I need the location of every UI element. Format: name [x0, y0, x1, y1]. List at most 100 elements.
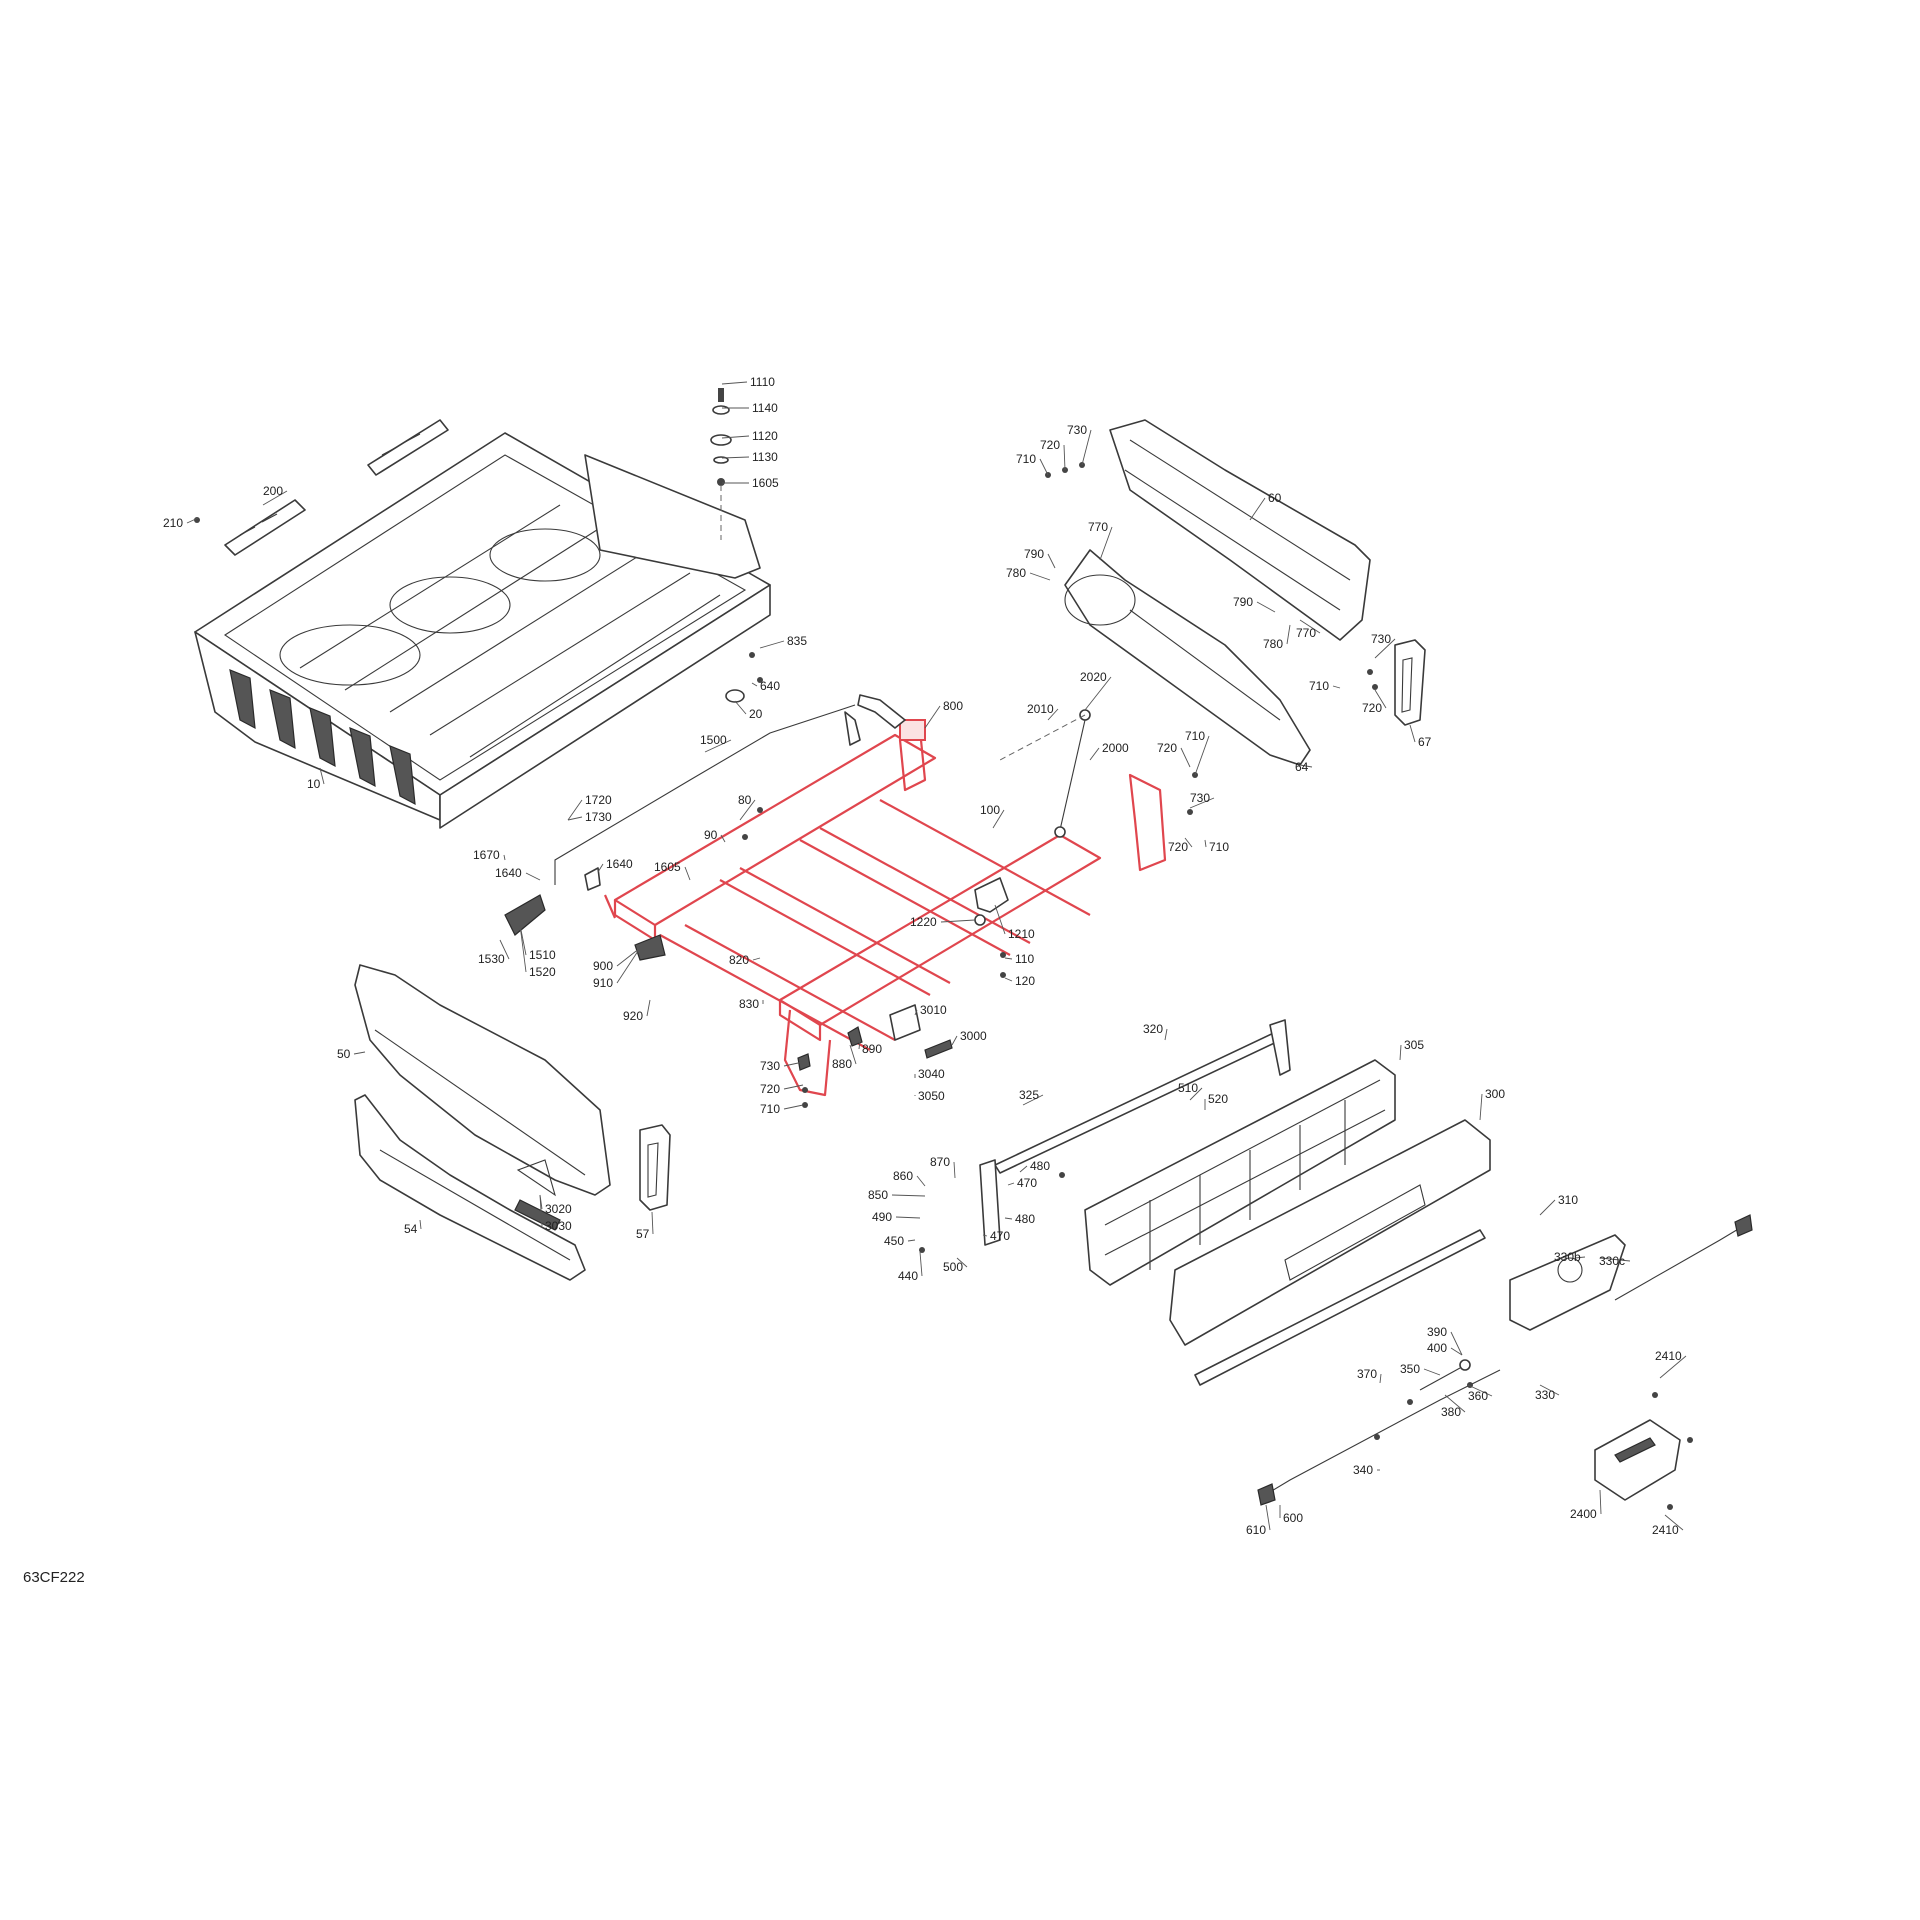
- label-50: 50: [337, 1047, 351, 1061]
- label-520: 520: [1208, 1092, 1228, 1106]
- leader-line: [940, 919, 976, 923]
- label-120: 120: [1015, 974, 1035, 988]
- label-720-bottom: 720: [760, 1082, 780, 1096]
- label-900: 900: [593, 959, 613, 973]
- side-panel-54[interactable]: [354, 1094, 586, 1281]
- label-1120: 1120: [752, 429, 778, 443]
- label-350: 350: [1400, 1362, 1420, 1376]
- side-cap-57[interactable]: [639, 1124, 671, 1211]
- latch-1210[interactable]: [974, 877, 1009, 926]
- cargo-frame[interactable]: [603, 719, 1167, 1097]
- label-390: 390: [1427, 1325, 1447, 1339]
- label-720-frame-low: 720: [1168, 840, 1188, 854]
- label-770-top: 770: [1088, 520, 1108, 534]
- label-1220: 1220: [910, 915, 937, 929]
- label-325: 325: [1019, 1088, 1039, 1102]
- leader-line: [419, 1219, 422, 1230]
- leader-line: [1194, 735, 1210, 776]
- leader-line: [1332, 685, 1341, 689]
- hinge-left[interactable]: [979, 1159, 1001, 1246]
- label-20: 20: [749, 707, 763, 721]
- pad-3000[interactable]: [924, 1039, 953, 1059]
- bumper-880[interactable]: [847, 1026, 863, 1047]
- rod-350[interactable]: [1419, 1367, 1461, 1391]
- leader-line: [704, 739, 732, 753]
- leader-line: [994, 904, 1006, 935]
- side-panel-50[interactable]: [354, 964, 611, 1196]
- label-1520: 1520: [529, 965, 556, 979]
- leader-line: [721, 435, 750, 439]
- label-2010: 2010: [1027, 702, 1054, 716]
- label-710-bottom: 710: [760, 1102, 780, 1116]
- label-370: 370: [1357, 1367, 1377, 1381]
- mount-730[interactable]: [797, 1053, 811, 1071]
- leader-line: [783, 1104, 804, 1110]
- label-640: 640: [760, 679, 780, 693]
- leader-line: [1256, 601, 1276, 613]
- label-1605: 1605: [654, 860, 681, 874]
- strut-2000[interactable]: [999, 709, 1091, 838]
- cable-340[interactable]: [1264, 1369, 1501, 1496]
- callout-labels: 1110 1140 1120 1130 1605 200 210 835 640…: [163, 375, 1682, 1537]
- leader-line: [919, 1251, 923, 1277]
- label-730-frame: 730: [1190, 791, 1210, 805]
- cargo-box[interactable]: [194, 432, 771, 829]
- release-rod[interactable]: [554, 694, 906, 885]
- label-330: 330: [1535, 1388, 1555, 1402]
- leader-line: [720, 834, 726, 843]
- clip-610[interactable]: [1257, 1483, 1276, 1506]
- rail-200[interactable]: [224, 499, 306, 556]
- leader-line: [739, 799, 756, 821]
- tailgate-rail-320[interactable]: [994, 1019, 1291, 1174]
- nut-360[interactable]: [1459, 1359, 1471, 1371]
- label-470-top: 470: [1017, 1176, 1037, 1190]
- leader-line: [651, 1211, 654, 1235]
- label-1110: 1110: [750, 375, 775, 389]
- leader-line: [525, 872, 541, 881]
- label-330c: 330c: [1599, 1254, 1625, 1268]
- side-panel-60[interactable]: [1109, 419, 1371, 641]
- bracket-900[interactable]: [634, 934, 666, 961]
- side-panel-64[interactable]: [1064, 549, 1311, 766]
- label-730-bottom: 730: [760, 1059, 780, 1073]
- label-3000: 3000: [960, 1029, 987, 1043]
- leader-line: [262, 490, 288, 506]
- leader-line: [721, 381, 748, 385]
- leader-line: [1574, 1256, 1586, 1259]
- cable-330c[interactable]: [1614, 1227, 1741, 1301]
- leader-line: [499, 939, 510, 960]
- latch-2400[interactable]: [1594, 1419, 1681, 1501]
- hinge-stack[interactable]: [710, 388, 732, 540]
- leader-line: [1004, 1217, 1013, 1220]
- leader-line: [783, 1084, 804, 1090]
- leader-line: [1204, 839, 1207, 848]
- label-2020: 2020: [1080, 670, 1107, 684]
- label-2400: 2400: [1570, 1507, 1597, 1521]
- trim-310[interactable]: [1194, 1229, 1486, 1386]
- leader-line: [783, 1061, 804, 1067]
- leader-line: [1450, 1347, 1463, 1356]
- leader-line: [849, 1044, 857, 1065]
- label-1730: 1730: [585, 810, 612, 824]
- label-730-right: 730: [1371, 632, 1391, 646]
- handle-330[interactable]: [1509, 1234, 1626, 1331]
- tailgate-inner-305[interactable]: [1084, 1059, 1396, 1286]
- plug-20[interactable]: [725, 689, 745, 703]
- tailgate-outer-300[interactable]: [1169, 1119, 1491, 1346]
- leader-line: [1379, 1373, 1382, 1384]
- label-1500: 1500: [700, 733, 727, 747]
- label-3050: 3050: [918, 1089, 945, 1103]
- label-305: 305: [1404, 1038, 1424, 1052]
- leader-line: [1286, 624, 1291, 645]
- label-60: 60: [1268, 491, 1282, 505]
- label-3040: 3040: [918, 1067, 945, 1081]
- bracket-3010[interactable]: [889, 1004, 921, 1041]
- rail-top[interactable]: [367, 419, 449, 476]
- side-cap-67[interactable]: [1394, 639, 1426, 726]
- leader-line: [1374, 638, 1396, 659]
- clip-right[interactable]: [1734, 1214, 1753, 1237]
- leader-line: [1004, 957, 1013, 960]
- bumper-1510[interactable]: [504, 867, 601, 936]
- label-830: 830: [739, 997, 759, 1011]
- label-54: 54: [404, 1222, 418, 1236]
